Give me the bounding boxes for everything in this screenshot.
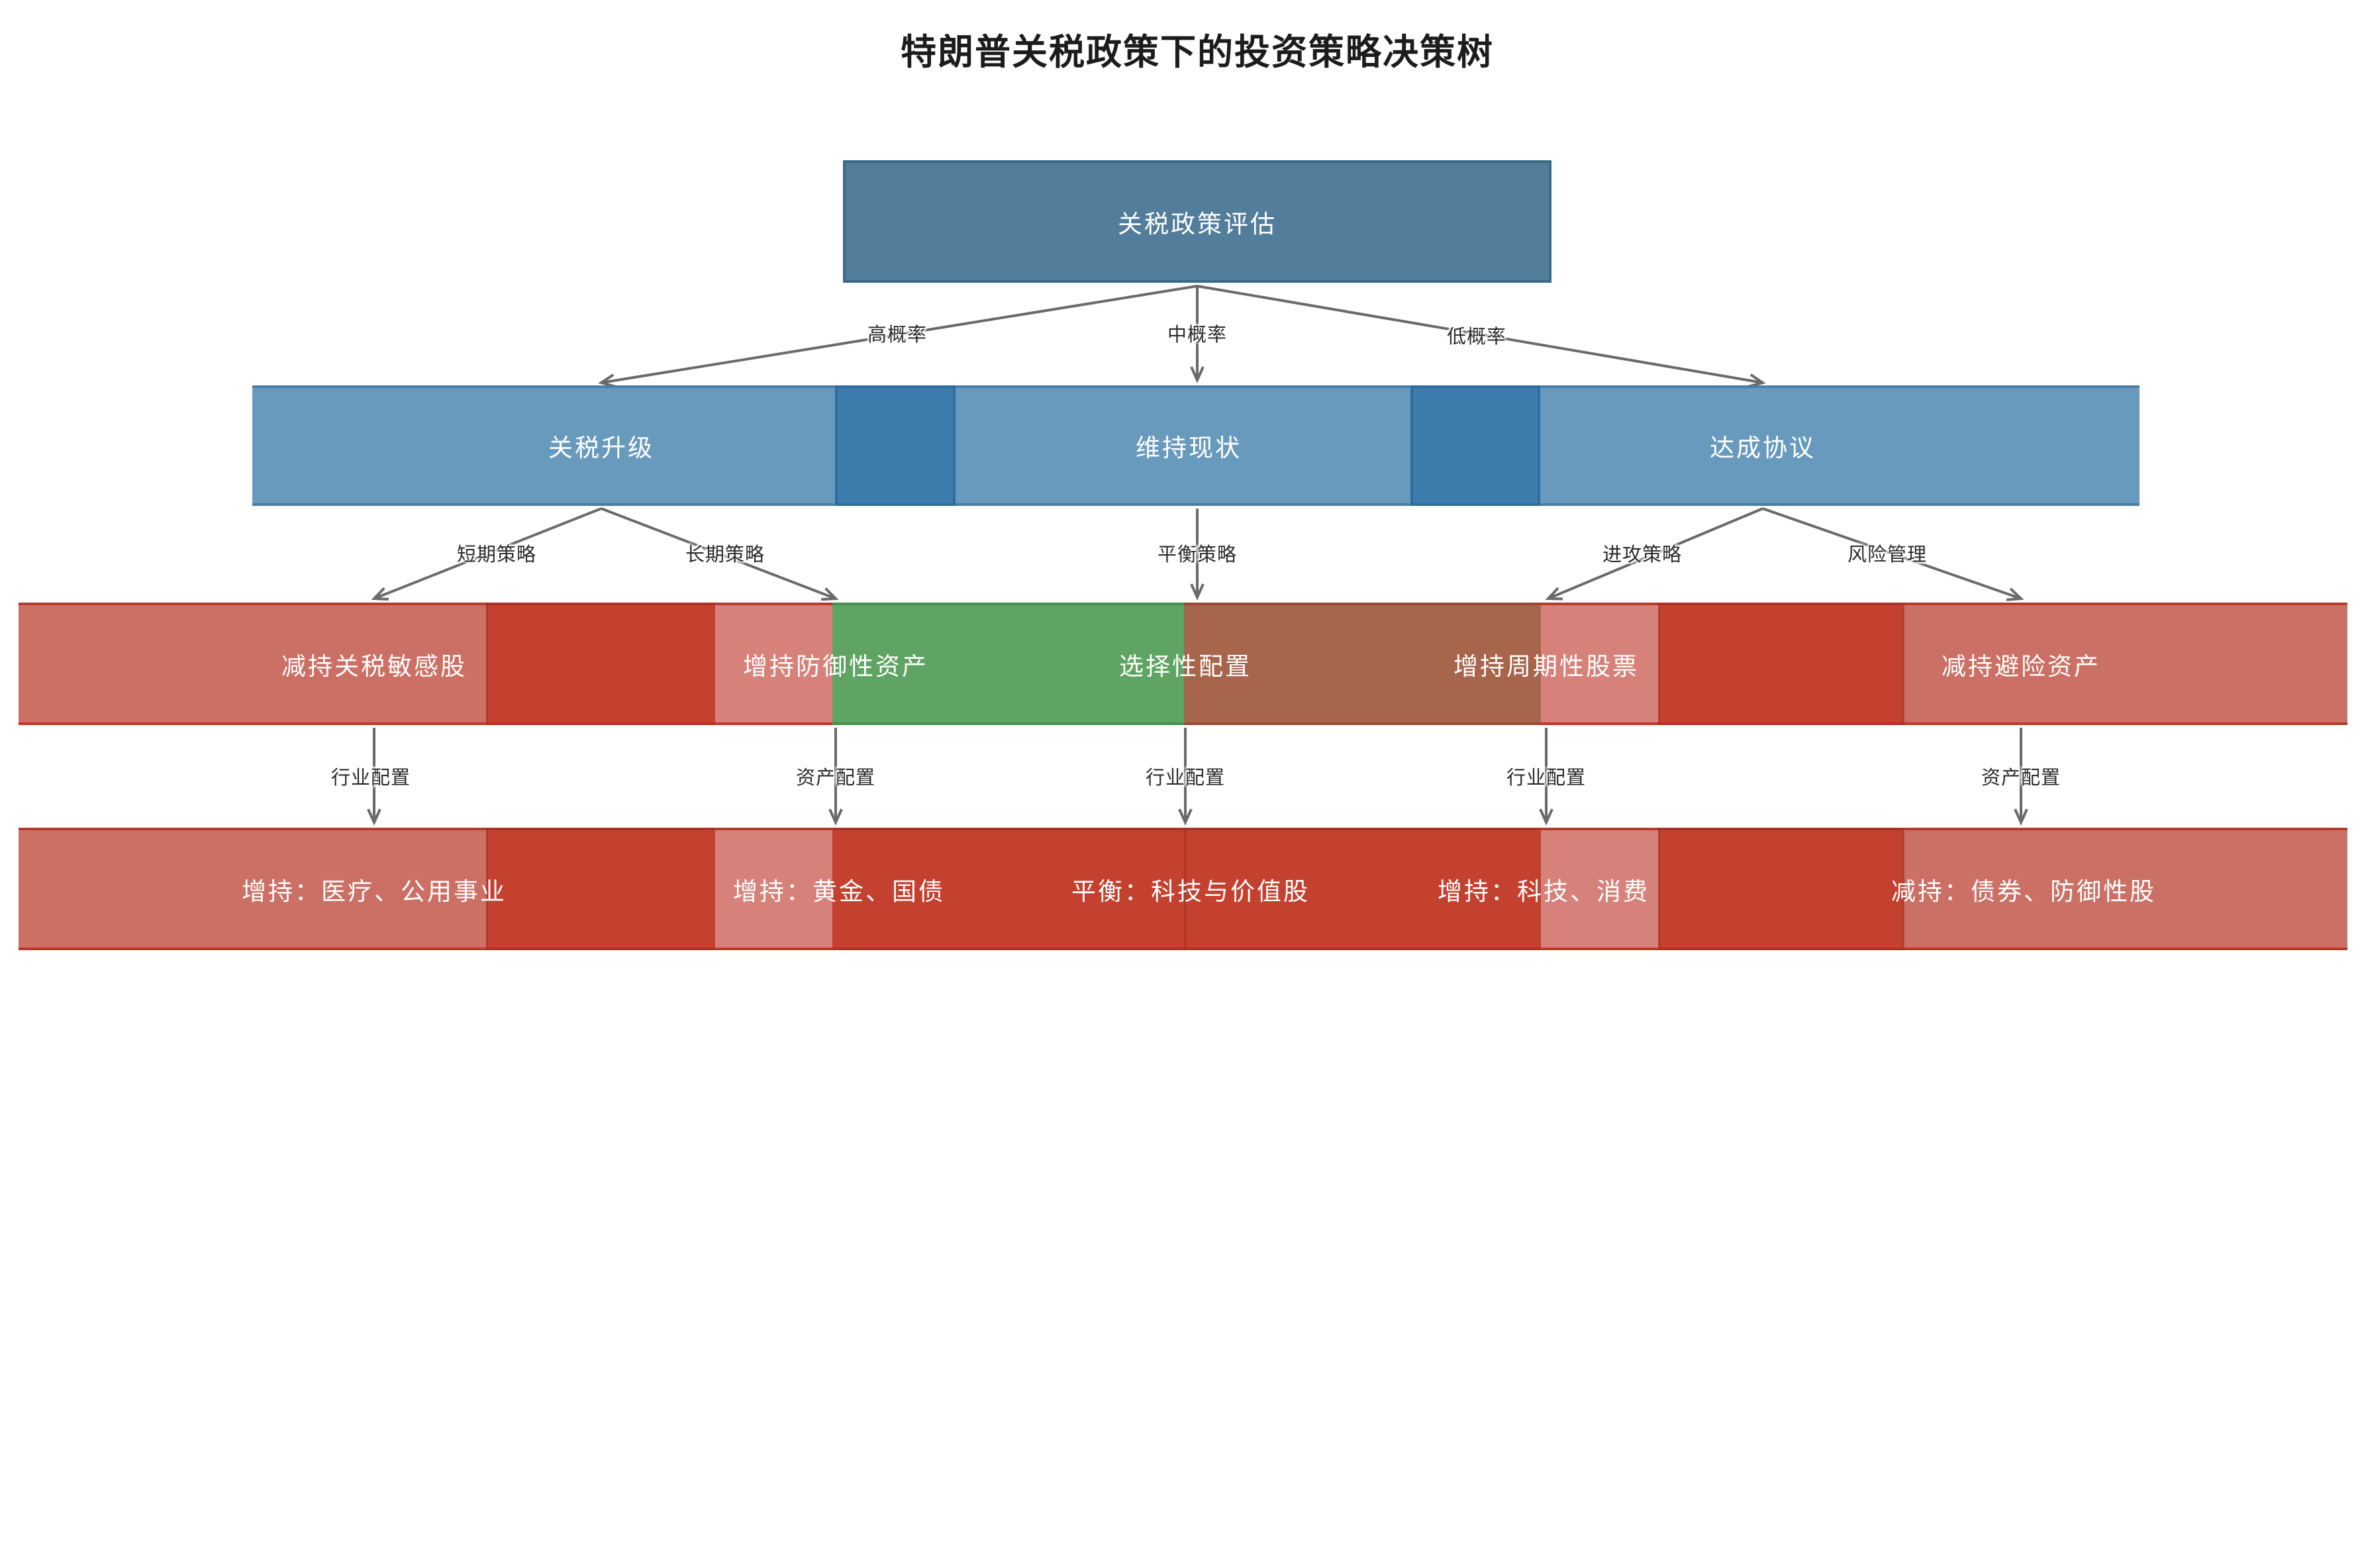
segment-seam [486, 828, 488, 950]
overlap-segment [835, 385, 956, 506]
band-segment [19, 828, 487, 950]
edge-agreement-risk [1762, 507, 2024, 601]
segment-seam [1658, 828, 1660, 950]
edge-label-sector-allocation-3: 行业配置 [1145, 766, 1226, 789]
strategy-band: 减持关税敏感股 增持防御性资产 选择性配置 增持周期性股票 减持避险资产 [19, 603, 2347, 725]
edge-label-asset-allocation-2: 资产配置 [795, 766, 876, 789]
overlap-segment [1410, 385, 1540, 506]
scenario-band: 关税升级 维持现状 达成协议 [252, 385, 2140, 506]
node-reduce-safe-haven-assets: 减持避险资产 [1942, 652, 2100, 681]
overlap-segment [487, 828, 716, 950]
band-segment [1541, 828, 1659, 950]
overlap-segment [487, 603, 716, 725]
edge-label-offensive-strategy: 进攻策略 [1602, 543, 1683, 565]
node-increase-tech-consumer: 增持：科技、消费 [1438, 877, 1650, 906]
segment-seam [1902, 603, 1904, 725]
overlap-segment [832, 828, 1542, 950]
edge-label-risk-management: 风险管理 [1847, 543, 1928, 565]
edge-escalation-short-term [371, 507, 602, 601]
node-reduce-tariff-sensitive-stocks: 减持关税敏感股 [281, 652, 467, 681]
edge-label-medium-probability: 中概率 [1167, 323, 1228, 346]
node-label: 关税政策评估 [1118, 209, 1277, 238]
node-selective-allocation: 选择性配置 [1119, 652, 1252, 681]
node-balance-tech-value-stocks: 平衡：科技与价值股 [1071, 877, 1310, 906]
edge-root-escalation [598, 285, 1198, 388]
node-increase-gold-treasuries: 增持：黄金、国债 [733, 877, 945, 906]
node-increase-cyclical-stocks: 增持周期性股票 [1453, 652, 1639, 681]
node-increase-defensive-assets: 增持防御性资产 [743, 652, 928, 681]
node-maintain-status-quo: 维持现状 [1136, 434, 1242, 462]
band-segment [1541, 603, 1659, 725]
edge-label-low-probability: 低概率 [1446, 325, 1507, 348]
edge-label-asset-allocation-5: 资产配置 [1981, 766, 2061, 789]
overlap-segment [1184, 603, 1542, 725]
band-segment [1540, 385, 2140, 506]
segment-seam [1658, 603, 1660, 725]
band-segment [1903, 828, 2347, 950]
band-segment [19, 603, 487, 725]
band-segment [832, 603, 1185, 725]
edge-agreement-offensive [1545, 507, 1763, 601]
band-segment [1903, 603, 2347, 725]
band-segment [715, 828, 833, 950]
node-reduce-bonds-defensive-stocks: 减持：债券、防御性股 [1891, 877, 2156, 906]
node-increase-healthcare-utilities: 增持：医疗、公用事业 [242, 877, 507, 906]
allocation-band: 增持：医疗、公用事业 增持：黄金、国债 平衡：科技与价值股 增持：科技、消费 减… [19, 828, 2347, 950]
edge-escalation-long-term [601, 507, 839, 601]
band-segment [252, 385, 836, 506]
segment-seam [1902, 828, 1904, 950]
edge-label-long-term-strategy: 长期策略 [685, 543, 765, 565]
edge-label-sector-allocation-1: 行业配置 [330, 766, 411, 789]
edge-label-high-probability: 高概率 [867, 323, 928, 346]
segment-seam [486, 603, 488, 725]
edge-label-short-term-strategy: 短期策略 [456, 543, 537, 565]
segment-seam [1184, 828, 1186, 950]
overlap-segment [1659, 828, 1904, 950]
node-tariff-escalation: 关税升级 [548, 434, 654, 462]
edge-label-balanced-strategy: 平衡策略 [1157, 543, 1238, 565]
edge-root-agreement [1197, 285, 1766, 388]
band-segment [715, 603, 833, 725]
page-title: 特朗普关税政策下的投资策略决策树 [901, 31, 1494, 73]
node-reach-agreement: 达成协议 [1710, 434, 1816, 462]
node-root-tariff-policy-assessment: 关税政策评估 [843, 160, 1551, 283]
edge-label-sector-allocation-4: 行业配置 [1506, 766, 1587, 789]
overlap-segment [1659, 603, 1904, 725]
